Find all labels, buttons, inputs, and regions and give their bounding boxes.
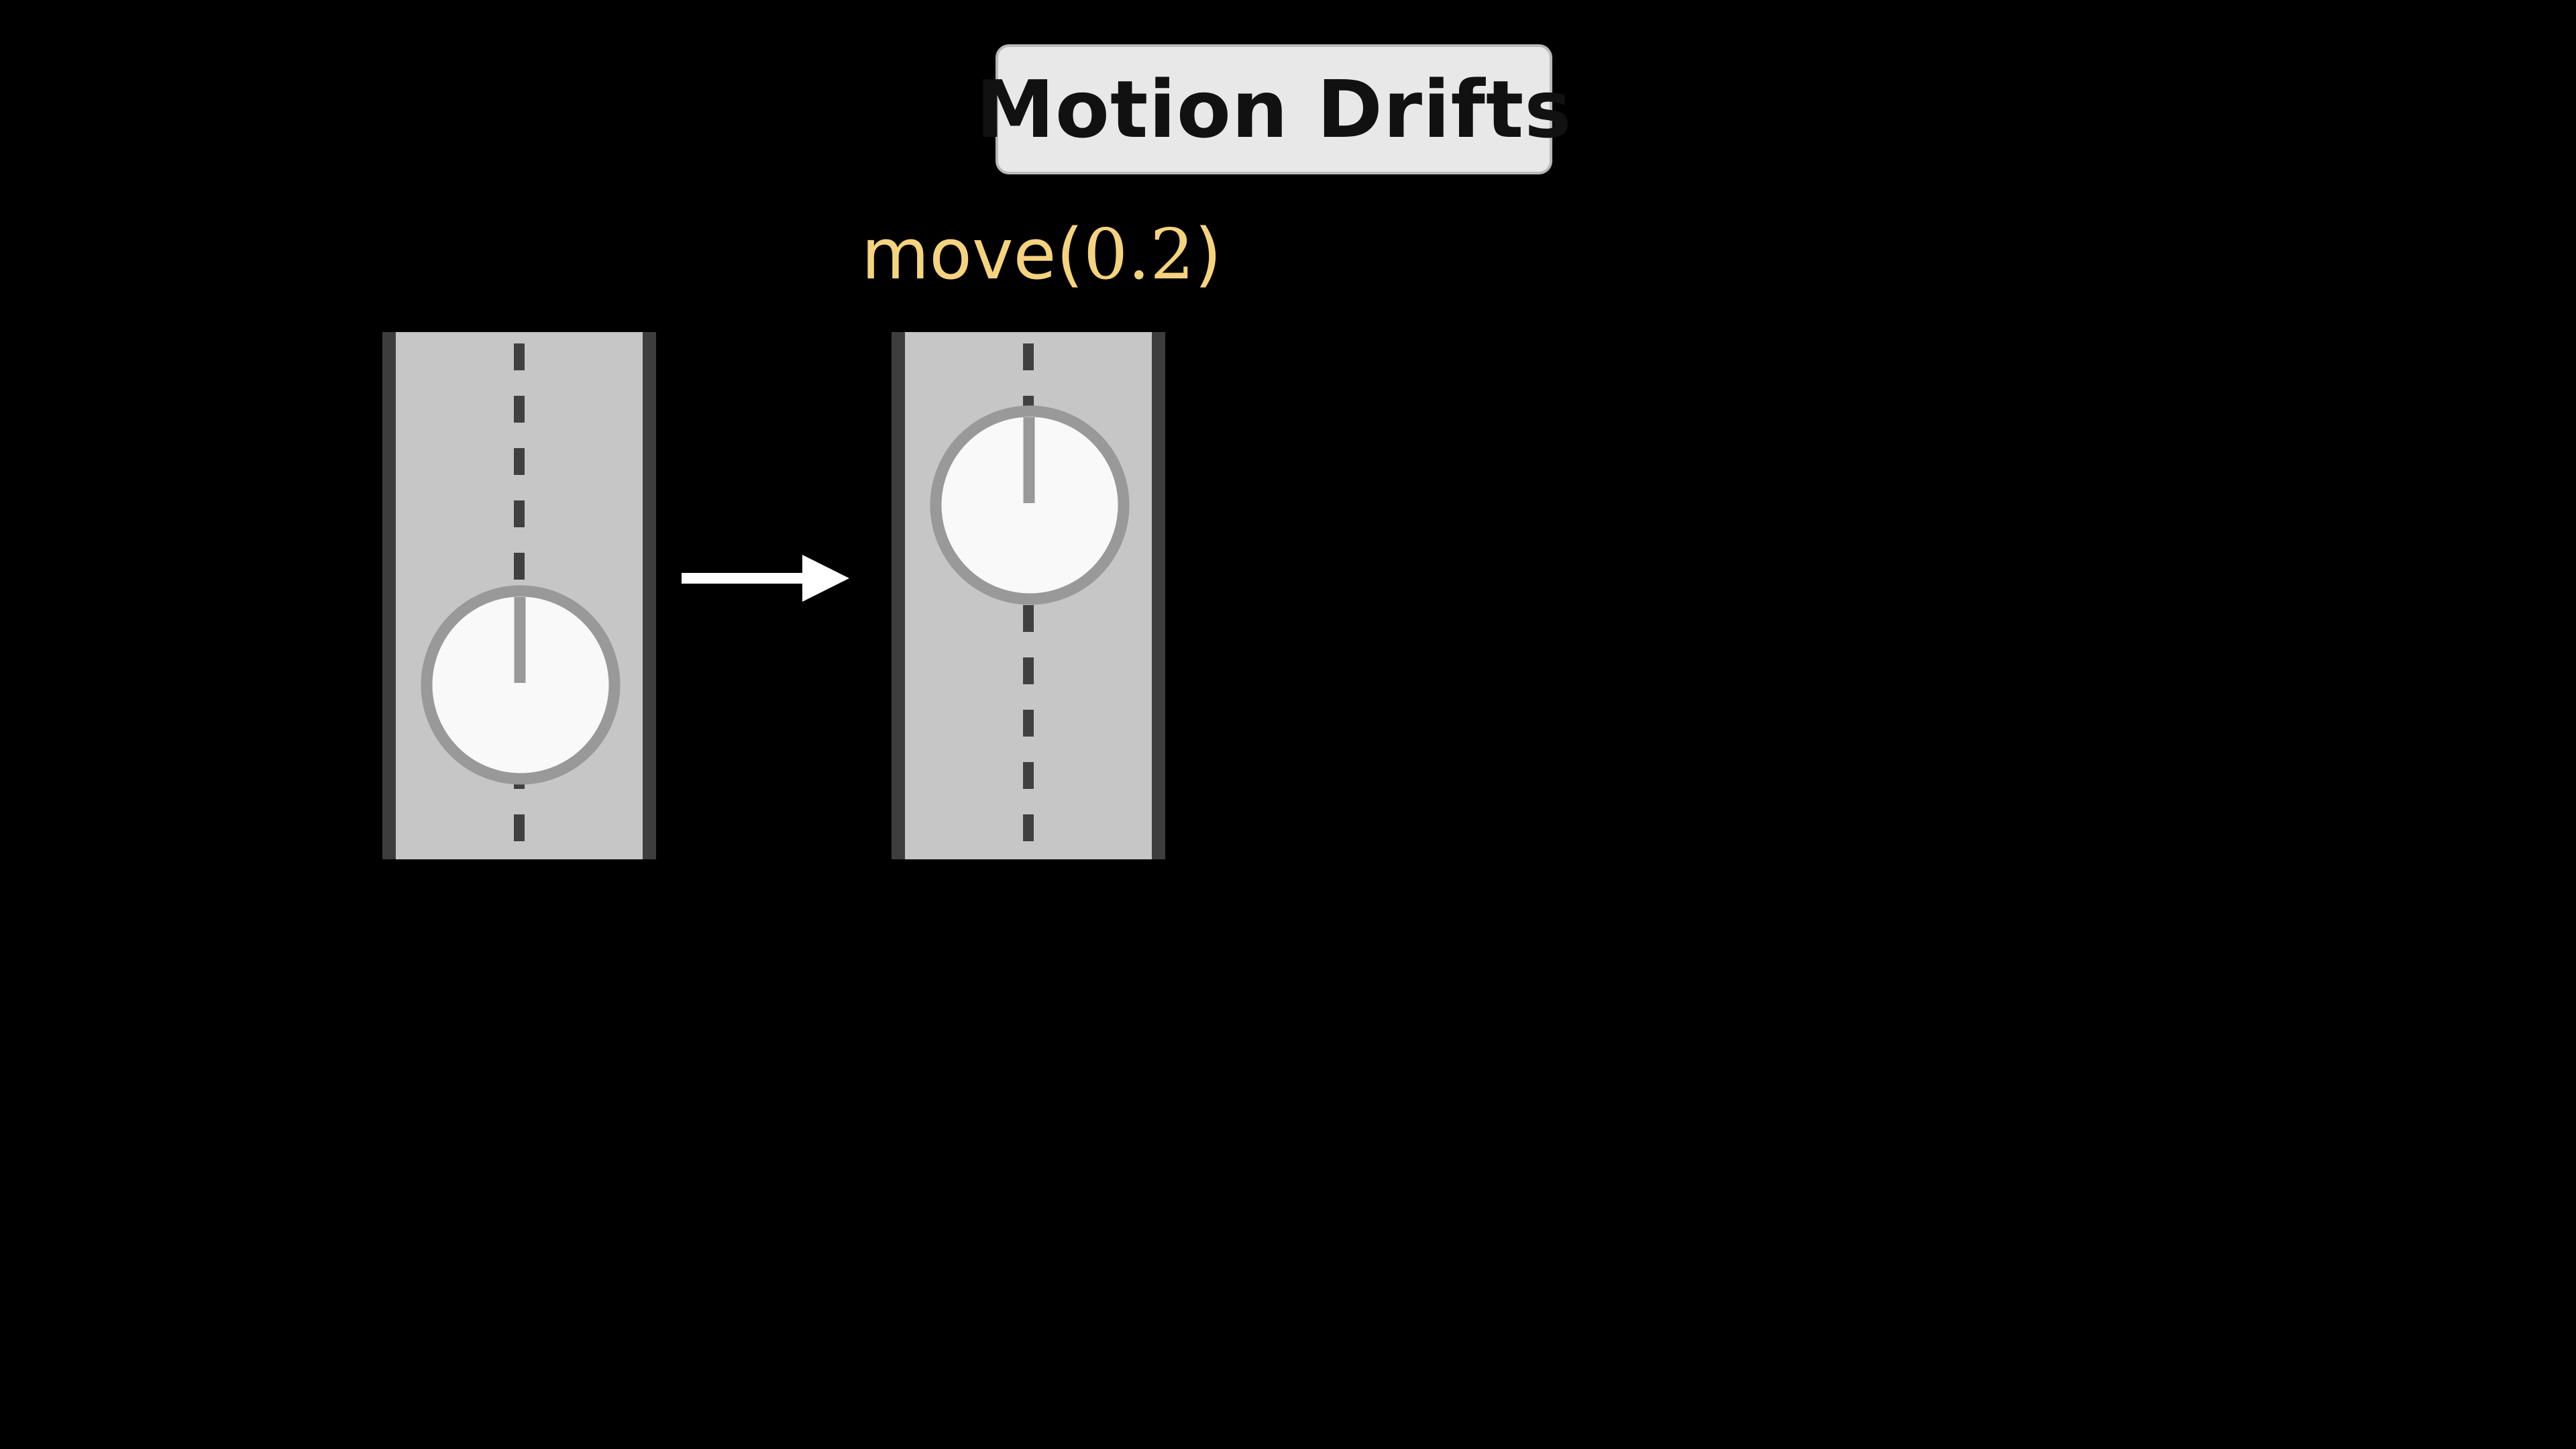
- right-arrow-icon: [682, 555, 849, 602]
- action-close-paren: ): [1194, 213, 1222, 295]
- agent-body: [930, 405, 1130, 605]
- agent-icon: [421, 585, 621, 785]
- lane-edge-left: [892, 332, 905, 859]
- action-name: move: [861, 213, 1057, 295]
- lane-edge-left: [382, 332, 396, 859]
- lane-before: [382, 332, 656, 859]
- arrow-head: [802, 555, 849, 602]
- action-open-paren: (: [1056, 213, 1084, 295]
- agent-icon: [930, 405, 1130, 605]
- lane-edge-right: [643, 332, 656, 859]
- agent-body: [421, 585, 621, 785]
- action-label: move(0.2): [861, 213, 1222, 295]
- action-argument: 0.2: [1083, 213, 1195, 295]
- title-box: Motion Drifts: [975, 44, 1572, 174]
- lane-after: [892, 332, 1165, 859]
- title-text: Motion Drifts: [975, 63, 1572, 156]
- lane-edge-right: [1152, 332, 1165, 859]
